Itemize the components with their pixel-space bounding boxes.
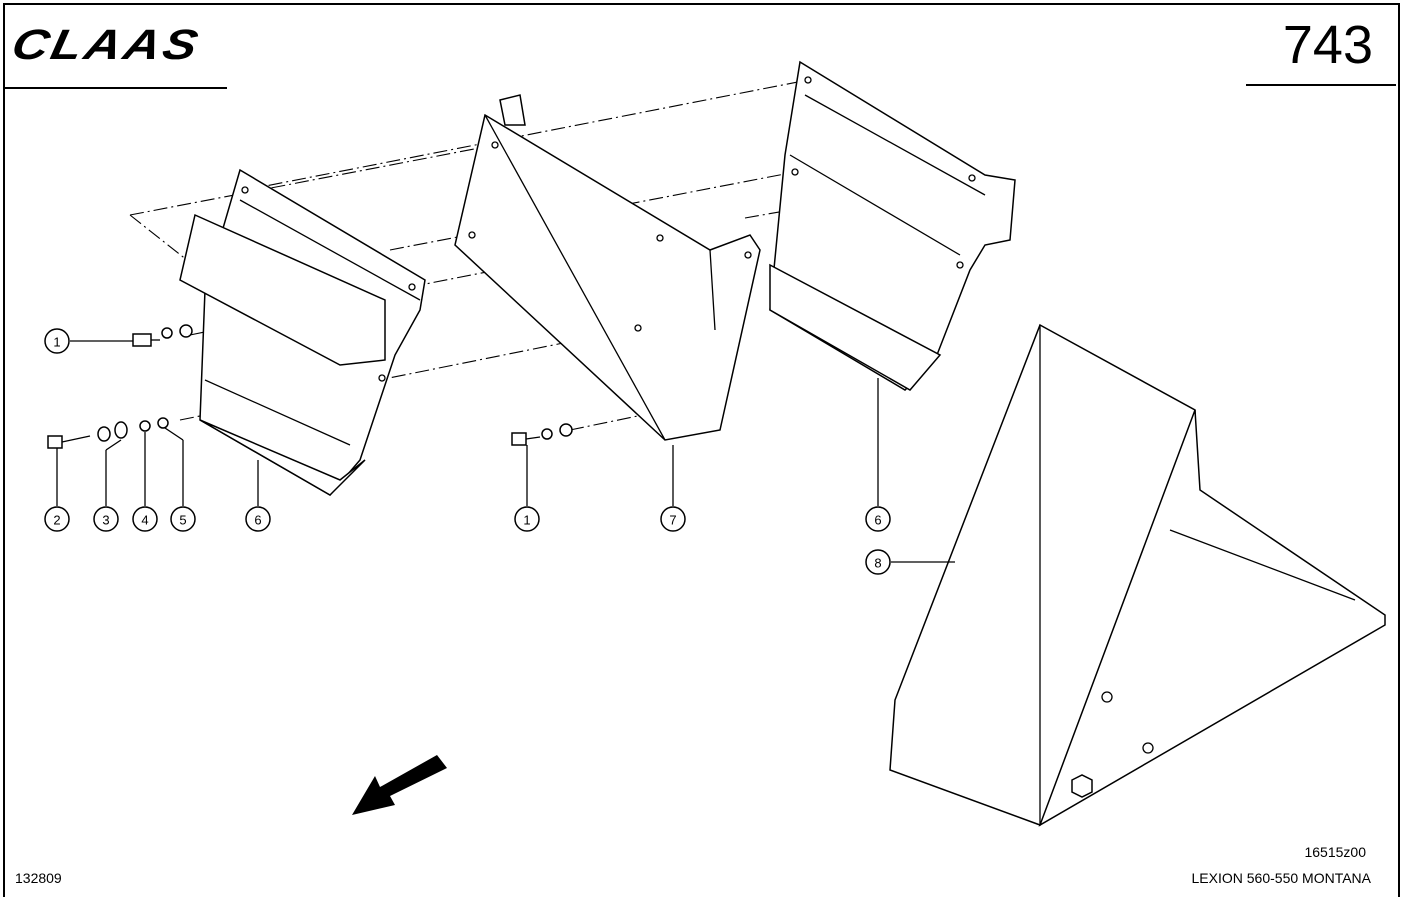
divider [1246, 84, 1396, 86]
svg-text:1: 1 [53, 335, 60, 350]
fasteners [47, 324, 573, 449]
svg-text:1: 1 [523, 513, 530, 528]
callout: 5 [170, 506, 196, 532]
divider [5, 87, 227, 89]
svg-text:4: 4 [141, 513, 148, 528]
leader-lines [56, 340, 955, 563]
direction-arrow-icon [352, 755, 447, 815]
callout: 6 [865, 506, 891, 532]
drawing-number: 16515z00 [1304, 844, 1366, 860]
callout: 4 [132, 506, 158, 532]
svg-text:3: 3 [102, 513, 109, 528]
part-6-left-bracket [179, 168, 426, 496]
part-8-cover [889, 323, 1386, 827]
svg-text:6: 6 [254, 513, 261, 528]
svg-text:2: 2 [53, 513, 60, 528]
svg-text:8: 8 [874, 556, 881, 571]
document-number: 132809 [15, 870, 62, 886]
callout: 6 [245, 506, 271, 532]
callout: 3 [93, 506, 119, 532]
page-frame [3, 3, 1400, 897]
part-6-right-bracket [769, 60, 1016, 391]
callout: 2 [44, 506, 70, 532]
callout: 7 [660, 506, 686, 532]
callout: 8 [865, 549, 891, 575]
svg-text:5: 5 [179, 513, 186, 528]
part-7-center-panel [454, 94, 761, 441]
page-number: 743 [1282, 15, 1373, 75]
model-name: LEXION 560-550 MONTANA [1191, 870, 1371, 886]
callout: 1 [44, 328, 70, 354]
svg-text:7: 7 [669, 513, 676, 528]
svg-text:6: 6 [874, 513, 881, 528]
callout: 1 [514, 506, 540, 532]
